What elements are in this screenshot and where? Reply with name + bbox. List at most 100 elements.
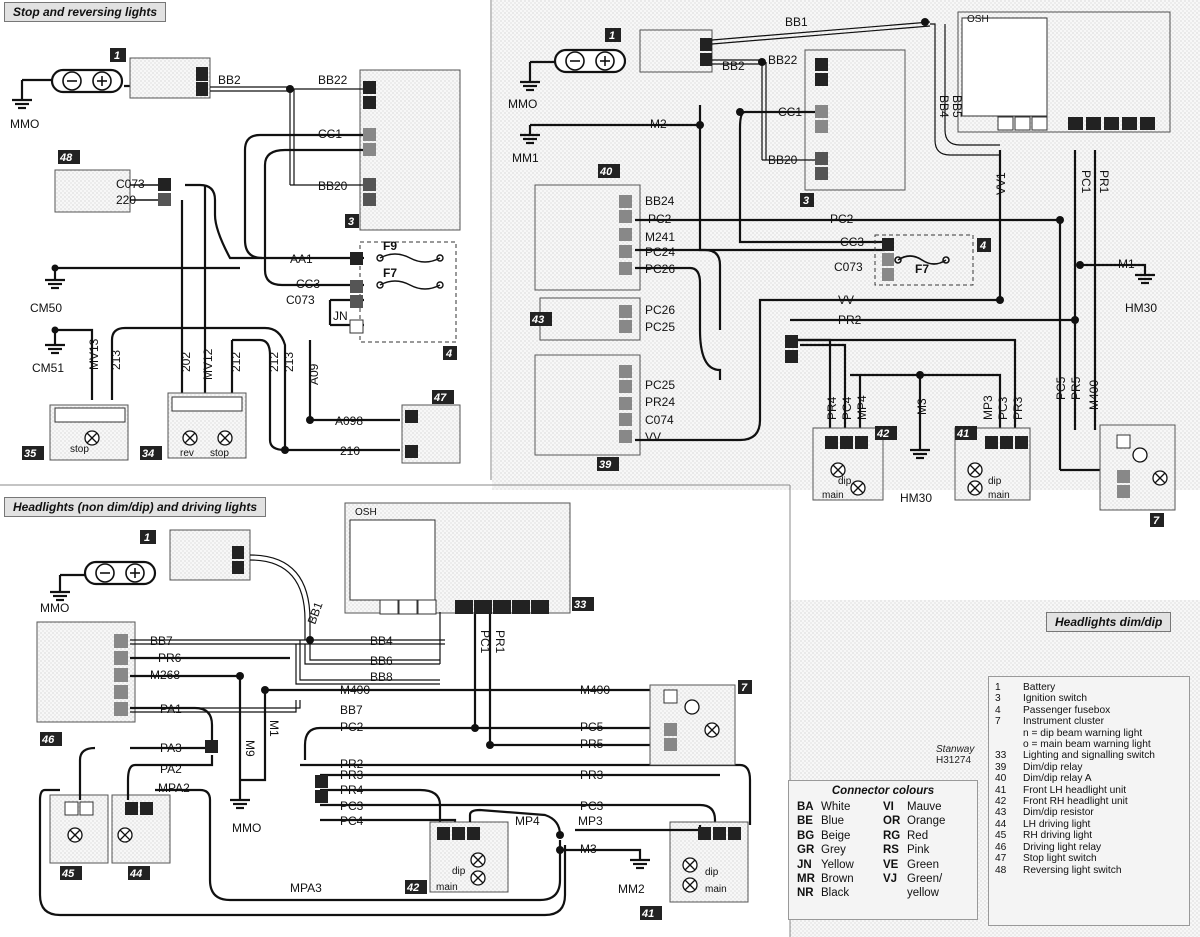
osh-label-b: OSH [355, 507, 377, 518]
wire-label-m3-b: M3 [580, 842, 597, 856]
wire-label-m400-c: M400 [580, 683, 610, 697]
badge-34: 34 [142, 448, 154, 460]
headlight-junction-dots [236, 636, 564, 854]
wire-label-pr2-b: PR2 [340, 757, 364, 771]
colour-name: Grey [821, 844, 846, 857]
wire-label-bb24: BB24 [645, 194, 675, 208]
stop-component-badges: 1 3 48 4 35 34 47 [22, 48, 457, 460]
wire-label-mv12: MV12 [201, 348, 215, 380]
earth-label-mmo-2: MMO [508, 97, 537, 111]
wire-label-cc1-b: CC1 [778, 105, 802, 119]
connector-colours-title: Connector colours [831, 785, 935, 797]
wire-label-bb20-b: BB20 [768, 153, 798, 167]
badge-3-b: 3 [803, 195, 809, 207]
wire-label-pc4-b: PC4 [340, 814, 364, 828]
badge-4-a: 4 [445, 348, 452, 360]
fuse-label-f9: F9 [383, 239, 397, 253]
title-headlights-non-dip: Headlights (non dim/dip) and driving lig… [4, 497, 266, 517]
colour-name: Green [907, 858, 939, 871]
wire-label-mp4-b: MP4 [515, 814, 540, 828]
wire-label-a098: A098 [335, 414, 363, 428]
wire-label-pc26-a: PC26 [645, 262, 675, 276]
badge-44: 44 [129, 868, 142, 880]
badge-45: 45 [61, 868, 75, 880]
earth-label-mmo-4: MMO [232, 821, 261, 835]
ignition-pins [158, 81, 418, 458]
headlight-component-badges: 1 33 46 45 44 42 41 7 [40, 530, 752, 920]
wire-label-vv-b: VV [838, 293, 854, 307]
colour-name: yellow [907, 887, 939, 900]
colour-name: Black [821, 887, 850, 900]
wire-label-cc3-b: CC3 [840, 235, 864, 249]
colour-name: Green/ [907, 873, 943, 886]
earth-label-cm50: CM50 [30, 301, 62, 315]
wire-label-pc24: PC24 [645, 245, 675, 259]
wire-label-c073: C073 [286, 293, 315, 307]
badge-1-c: 1 [144, 532, 150, 544]
wire-label-mp3-b: MP3 [578, 814, 603, 828]
wire-label-pc1-a: PC1 [1079, 170, 1093, 194]
credit-signature: Stanway [936, 744, 975, 755]
wire-label-mp3-a: MP3 [981, 395, 995, 420]
wire-label-pr2-a: PR2 [838, 313, 862, 327]
wire-label-m1-b: M1 [267, 720, 281, 737]
colour-name: Red [907, 829, 929, 842]
wire-label-mpa2: MPA2 [158, 781, 190, 795]
badge-42-b: 42 [406, 882, 419, 894]
stop-junction-dots [51, 85, 314, 454]
osh-label-a: OSH [967, 14, 989, 25]
wire-label-pc25-a: PC25 [645, 320, 675, 334]
badge-40: 40 [599, 166, 613, 178]
colour-code: BG [797, 829, 815, 842]
title-headlights-dip: Headlights dim/dip [1046, 612, 1172, 632]
colour-name: Yellow [821, 858, 854, 871]
rev-lamp-label: rev [180, 448, 194, 459]
colour-code: BE [797, 815, 813, 828]
wire-label-pr4-b: PR4 [340, 783, 364, 797]
badge-41-b: 41 [641, 908, 654, 920]
wire-label-bb7-b: BB7 [340, 703, 363, 717]
colour-code: OR [883, 815, 901, 828]
stop-lamp-label: stop [70, 444, 89, 455]
badge-4-b: 4 [979, 240, 986, 252]
wire-label-pr1-a: PR1 [1097, 170, 1111, 194]
badge-42-a: 42 [876, 428, 889, 440]
wire-label-bb8: BB8 [370, 670, 393, 684]
wire-label-c074: C074 [645, 413, 674, 427]
badge-41-a: 41 [956, 428, 969, 440]
wire-label-pr6: PR6 [158, 651, 182, 665]
wire-label-pr3-c: PR3 [580, 768, 604, 782]
stop-reversing-section [12, 57, 461, 464]
wire-label-220: 220 [116, 193, 136, 207]
main-label-42: main [822, 490, 844, 501]
wire-label-bb2: BB2 [218, 73, 241, 87]
wire-label-mpa3: MPA3 [290, 881, 322, 895]
colour-code: VI [883, 801, 894, 813]
wire-label-pr1-b: PR1 [493, 630, 507, 654]
main-label-41b: main [705, 884, 727, 895]
wire-label-pc26-b: PC26 [645, 303, 675, 317]
main-label-41: main [988, 490, 1010, 501]
wire-label-m2: M2 [650, 117, 667, 131]
wire-label-bb6: BB6 [370, 654, 393, 668]
colour-code [883, 886, 907, 900]
wire-label-cc3: CC3 [296, 277, 320, 291]
dip-label-41b: dip [705, 867, 719, 878]
wire-label-pc1-b: PC1 [478, 630, 492, 654]
battery-symbols-1 [62, 71, 112, 91]
wire-label-pc2-c: PC2 [340, 720, 364, 734]
badge-39: 39 [599, 459, 612, 471]
earth-label-mmo-1: MMO [10, 117, 39, 131]
headlight-lamp-symbols [67, 430, 1168, 893]
dip-label-41: dip [988, 476, 1002, 487]
wire-label-pc3-c: PC3 [580, 799, 604, 813]
